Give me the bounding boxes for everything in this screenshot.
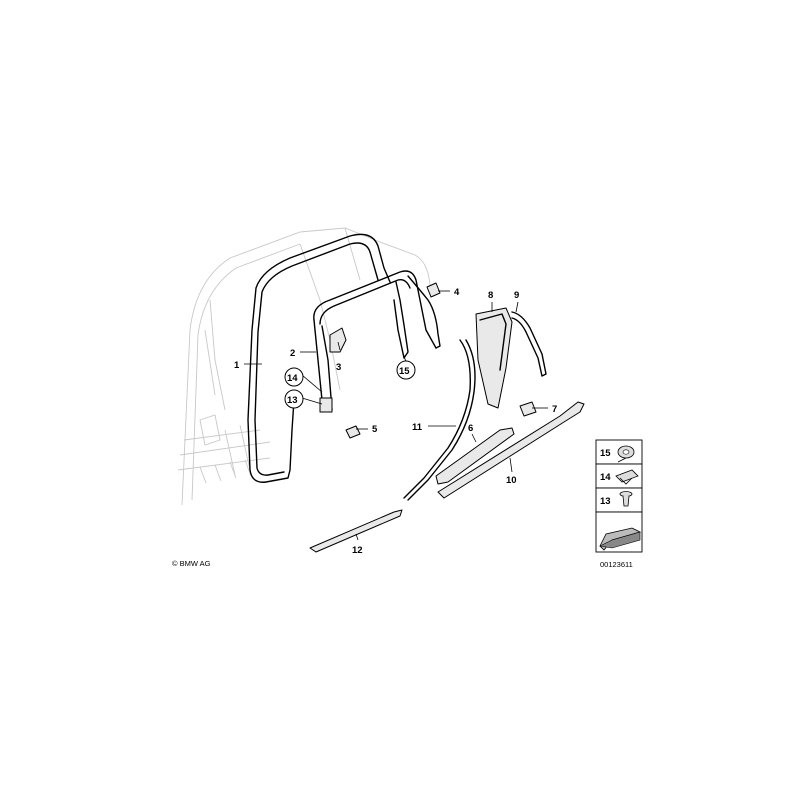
callout-8: 8 bbox=[488, 290, 493, 301]
callout-10: 10 bbox=[506, 475, 517, 486]
clip-4 bbox=[426, 282, 441, 298]
window-channel-seal-inner bbox=[319, 278, 411, 325]
tape-roll-icon bbox=[617, 445, 635, 463]
lower-trim-strip-10 bbox=[437, 401, 585, 499]
circled-callout-13: 13 bbox=[284, 389, 304, 409]
clip-5 bbox=[345, 425, 361, 439]
arrow-strip-icon bbox=[599, 527, 642, 551]
legend-label-13: 13 bbox=[600, 496, 611, 507]
window-channel-seal bbox=[313, 270, 437, 349]
channel-clip bbox=[319, 397, 333, 413]
callout-11: 11 bbox=[412, 422, 423, 433]
circled-callout-15: 15 bbox=[396, 360, 416, 380]
seal-with-clip bbox=[407, 275, 441, 349]
svg-text:15: 15 bbox=[399, 366, 410, 377]
legend-panel: 15 14 13 bbox=[595, 439, 643, 553]
svg-text:13: 13 bbox=[287, 395, 298, 406]
clip-7 bbox=[519, 401, 537, 417]
callout-7: 7 bbox=[552, 404, 557, 415]
copyright-text: © BMW AG bbox=[172, 559, 211, 568]
callout-5: 5 bbox=[372, 424, 378, 435]
legend-label-15: 15 bbox=[600, 448, 611, 459]
callout-6: 6 bbox=[468, 423, 473, 434]
leader-lines bbox=[244, 290, 548, 541]
circled-callout-14: 14 bbox=[284, 367, 304, 387]
legend-label-14: 14 bbox=[600, 472, 611, 483]
door-frame-seal bbox=[247, 233, 391, 483]
callout-12: 12 bbox=[352, 545, 363, 556]
triangular-window-trim bbox=[475, 307, 513, 409]
trim-cover bbox=[329, 327, 347, 353]
sill-strip-12 bbox=[309, 509, 403, 553]
callout-3: 3 bbox=[336, 362, 341, 373]
vehicle-body-ghost bbox=[177, 227, 431, 506]
curved-trim-9 bbox=[511, 311, 547, 377]
svg-text:14: 14 bbox=[287, 373, 298, 384]
callout-9: 9 bbox=[514, 290, 519, 301]
long-curved-seal bbox=[403, 339, 471, 499]
lower-trim-strip-6 bbox=[435, 427, 515, 485]
triangular-window-trim-edge bbox=[479, 313, 507, 371]
callout-4: 4 bbox=[454, 287, 460, 298]
lower-channel bbox=[313, 319, 333, 411]
spring-clip-icon bbox=[615, 469, 639, 485]
callout-1: 1 bbox=[234, 360, 240, 371]
expanding-rivet-icon bbox=[619, 491, 633, 507]
diagram-id: 00123611 bbox=[600, 560, 633, 569]
callout-2: 2 bbox=[290, 348, 295, 359]
long-curved-seal-inner bbox=[407, 339, 476, 501]
door-frame-seal-inner bbox=[254, 242, 379, 476]
vertical-seal-strip bbox=[393, 281, 409, 359]
